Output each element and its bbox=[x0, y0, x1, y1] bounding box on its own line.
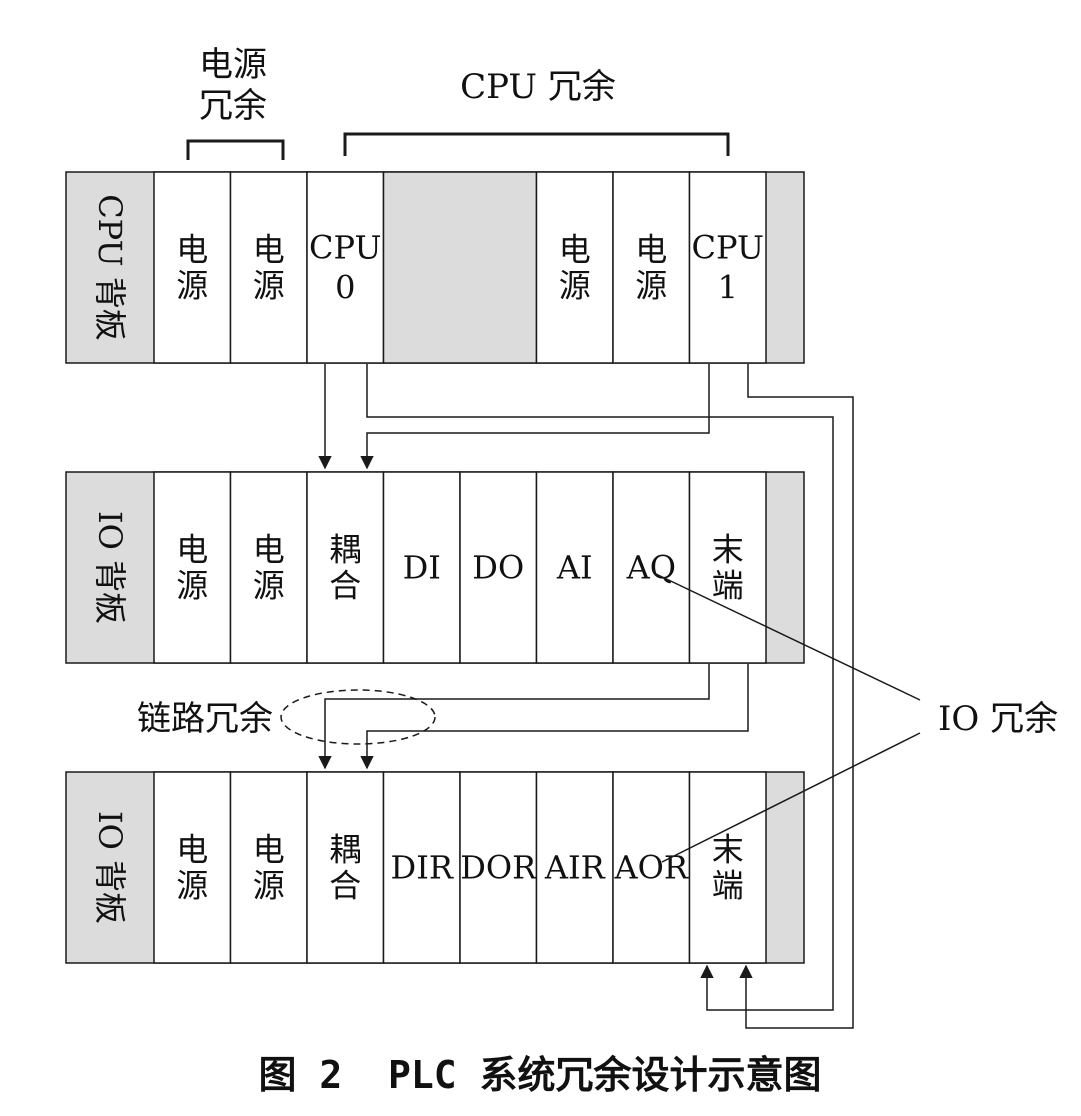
module-slot bbox=[535, 771, 614, 964]
module-label: 合 bbox=[329, 567, 361, 605]
cpu-redundancy-label: CPU 冗余 bbox=[460, 67, 616, 107]
module-label: 电 bbox=[176, 231, 208, 269]
module-label: 源 bbox=[253, 567, 285, 605]
module-label: 电 bbox=[176, 531, 208, 569]
module-slot bbox=[535, 471, 614, 664]
link-redundancy-ellipse bbox=[280, 689, 436, 745]
module-label: 电 bbox=[253, 831, 285, 869]
module-label: 1 bbox=[718, 269, 738, 307]
module-label: AQ bbox=[626, 549, 676, 587]
module-label: 源 bbox=[635, 267, 667, 305]
module-label: 合 bbox=[329, 867, 361, 905]
rack-0: CPU 背板电源电源CPU0电源电源CPU1 bbox=[65, 171, 805, 364]
cpu1-to-io1-coupler-link bbox=[360, 364, 710, 470]
module-label: 末 bbox=[712, 831, 744, 869]
rack-label: IO 背板 bbox=[91, 511, 129, 624]
module-slot bbox=[153, 471, 232, 664]
module-label: 耦 bbox=[329, 531, 361, 569]
module-label: DIR bbox=[391, 849, 454, 887]
module-label: CPU bbox=[309, 229, 381, 267]
module-label: 源 bbox=[253, 867, 285, 905]
cpu1-to-io2-terminal-link bbox=[739, 364, 854, 1029]
module-label: DI bbox=[403, 549, 441, 587]
io1-terminal-to-io2-coupler-link-a bbox=[318, 664, 710, 770]
module-label: DOR bbox=[460, 849, 537, 887]
module-slot bbox=[459, 771, 538, 964]
module-slot bbox=[688, 171, 767, 364]
module-label: 电 bbox=[253, 531, 285, 569]
module-label: AIR bbox=[544, 849, 606, 887]
module-slot bbox=[535, 171, 614, 364]
module-slot bbox=[382, 471, 461, 664]
module-label: 源 bbox=[176, 867, 208, 905]
module-label: 源 bbox=[176, 567, 208, 605]
module-label: 电 bbox=[635, 231, 667, 269]
module-label: CPU bbox=[692, 229, 764, 267]
cpu0-to-io2-terminal-link bbox=[366, 364, 834, 1011]
module-label: 电 bbox=[559, 231, 591, 269]
power-redundancy-label-line2: 冗余 bbox=[199, 86, 267, 126]
empty-slot bbox=[382, 171, 538, 364]
module-slot bbox=[306, 771, 385, 964]
power-redundancy-group: 电源 冗余 bbox=[186, 45, 285, 160]
rack-label: CPU 背板 bbox=[91, 194, 129, 341]
module-slot bbox=[153, 171, 232, 364]
cpu-redundancy-bracket bbox=[343, 132, 730, 156]
module-label: 源 bbox=[559, 267, 591, 305]
module-label: 电 bbox=[253, 231, 285, 269]
module-label: 末 bbox=[712, 531, 744, 569]
cpu-redundancy-group: CPU 冗余 bbox=[343, 67, 730, 156]
module-slot bbox=[306, 471, 385, 664]
module-slot bbox=[688, 471, 767, 664]
module-slot bbox=[153, 771, 232, 964]
rack-label: IO 背板 bbox=[91, 811, 129, 924]
io-redundancy-label: IO 冗余 bbox=[938, 699, 1058, 739]
module-label: 耦 bbox=[329, 831, 361, 869]
module-label: 源 bbox=[253, 267, 285, 305]
module-slot bbox=[229, 771, 308, 964]
module-slot bbox=[229, 171, 308, 364]
module-slot bbox=[229, 471, 308, 664]
module-label: 0 bbox=[335, 269, 355, 307]
io1-terminal-to-io2-coupler-link-b bbox=[360, 664, 749, 770]
module-label: DO bbox=[472, 549, 524, 587]
module-slot bbox=[306, 171, 385, 364]
io-redundancy-lead-aor bbox=[661, 732, 921, 863]
link-redundancy-label: 链路冗余 bbox=[137, 699, 273, 739]
figure-caption: 图 2 PLC 系统冗余设计示意图 bbox=[258, 1053, 821, 1097]
module-slot bbox=[612, 171, 691, 364]
module-slot bbox=[612, 771, 691, 964]
module-label: 端 bbox=[712, 567, 744, 605]
module-slot bbox=[612, 471, 691, 664]
module-label: 电 bbox=[176, 831, 208, 869]
module-slot bbox=[688, 771, 767, 964]
power-redundancy-label-line1: 电源 bbox=[199, 45, 267, 85]
module-slot bbox=[382, 771, 461, 964]
power-redundancy-bracket bbox=[186, 139, 285, 160]
module-label: 端 bbox=[712, 867, 744, 905]
module-label: AI bbox=[556, 549, 593, 587]
io-redundancy-lead-aq bbox=[655, 573, 921, 701]
connections bbox=[280, 364, 921, 1029]
module-label: 源 bbox=[176, 267, 208, 305]
